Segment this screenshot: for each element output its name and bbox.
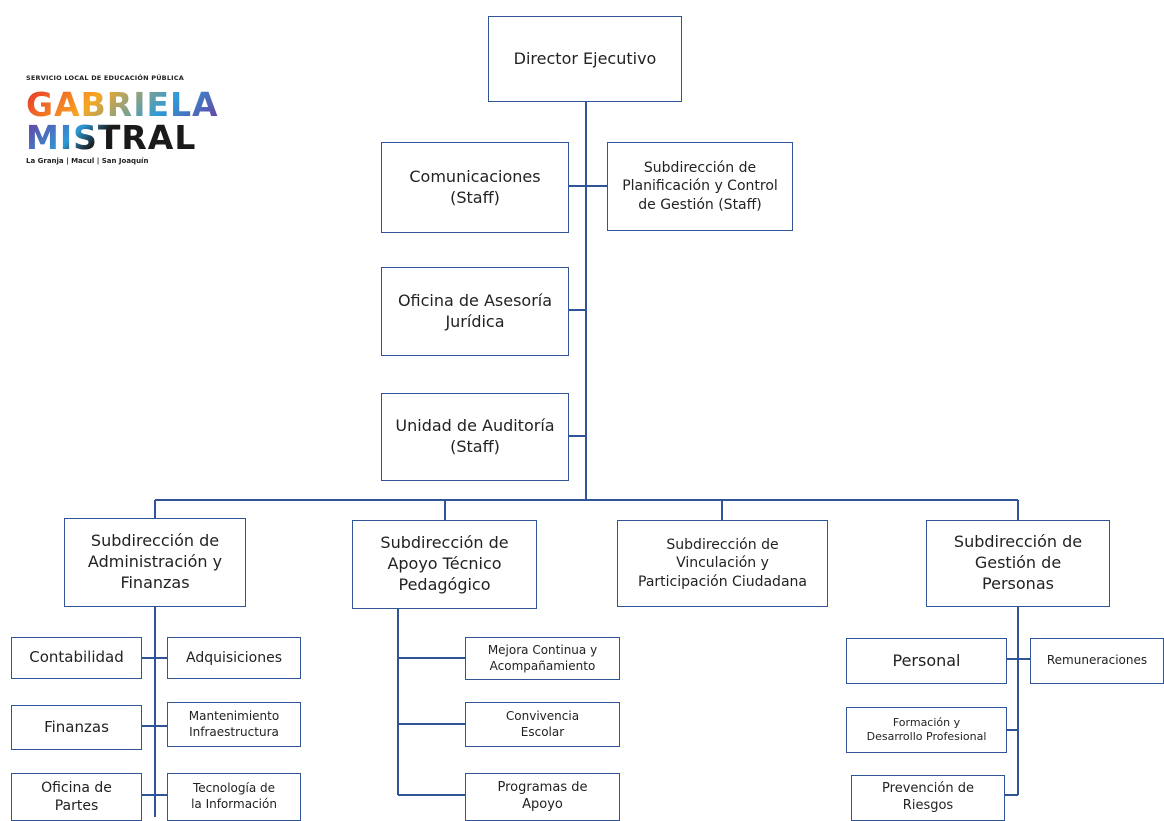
director-ejecutivo-box: Director Ejecutivo bbox=[488, 16, 682, 102]
auditoria-box: Unidad de Auditoría (Staff) bbox=[381, 393, 569, 481]
contabilidad-box: Contabilidad bbox=[11, 637, 142, 679]
oficina-partes-box: Oficina de Partes bbox=[11, 773, 142, 821]
subdireccion-vinculacion-box: Subdirección de Vinculación y Participac… bbox=[617, 520, 828, 607]
mejora-continua-box: Mejora Continua y Acompañamiento bbox=[465, 637, 620, 680]
convivencia-escolar-box: Convivencia Escolar bbox=[465, 702, 620, 747]
remuneraciones-box: Remuneraciones bbox=[1030, 638, 1164, 684]
logo-line2: MISTRAL bbox=[26, 121, 196, 154]
logo-line1: GABRIELA bbox=[26, 88, 219, 121]
prevencion-riesgos-box: Prevención de Riesgos bbox=[851, 775, 1005, 821]
subdireccion-apoyo-tecnico-box: Subdirección de Apoyo Técnico Pedagógico bbox=[352, 520, 537, 609]
mantenimiento-box: Mantenimiento Infraestructura bbox=[167, 702, 301, 747]
programas-apoyo-box: Programas de Apoyo bbox=[465, 773, 620, 821]
logo-top-text: SERVICIO LOCAL DE EDUCACIÓN PÚBLICA bbox=[26, 74, 184, 82]
logo-bottom-text: La Granja | Macul | San Joaquín bbox=[26, 157, 149, 165]
finanzas-box: Finanzas bbox=[11, 705, 142, 750]
tecnologia-box: Tecnología de la Información bbox=[167, 773, 301, 821]
asesoria-juridica-box: Oficina de Asesoría Jurídica bbox=[381, 267, 569, 356]
logo-line1-text: GABRIELA bbox=[26, 85, 219, 124]
subdireccion-administracion-box: Subdirección de Administración y Finanza… bbox=[64, 518, 246, 607]
adquisiciones-box: Adquisiciones bbox=[167, 637, 301, 679]
logo-line2-text: MISTRAL bbox=[26, 118, 197, 157]
logo: SERVICIO LOCAL DE EDUCACIÓN PÚBLICA GABR… bbox=[26, 74, 256, 174]
formacion-box: Formación y Desarrollo Profesional bbox=[846, 707, 1007, 753]
personal-box: Personal bbox=[846, 638, 1007, 684]
planificacion-box: Subdirección de Planificación y Control … bbox=[607, 142, 793, 231]
comunicaciones-box: Comunicaciones (Staff) bbox=[381, 142, 569, 233]
subdireccion-gestion-personas-box: Subdirección de Gestión de Personas bbox=[926, 520, 1110, 607]
